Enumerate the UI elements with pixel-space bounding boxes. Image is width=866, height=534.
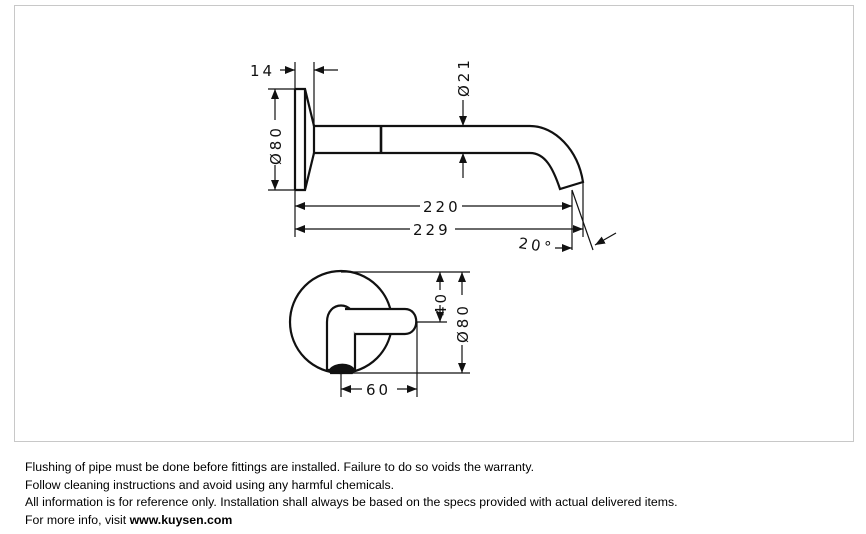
- dim-flange-diameter-side: Ø80: [267, 125, 285, 165]
- spout-pipe: [312, 124, 585, 191]
- front-view: [288, 269, 418, 375]
- side-view: [293, 87, 585, 192]
- wall-flange-side: [293, 87, 316, 192]
- note-reference: All information is for reference only. I…: [25, 495, 678, 510]
- handle-body: [325, 304, 357, 372]
- dim-lever-length: 60: [366, 381, 391, 399]
- note-flushing: Flushing of pipe must be done before fit…: [25, 460, 535, 474]
- front-dimensions: [340, 271, 470, 397]
- note-cleaning: Follow cleaning instructions and avoid u…: [25, 477, 395, 492]
- dim-center-height: 40: [432, 291, 450, 316]
- dim-length-229: 229: [413, 221, 451, 239]
- dim-angle: 20°: [517, 234, 555, 257]
- website-link[interactable]: www.kuysen.com: [129, 512, 233, 527]
- side-dimensions: [268, 62, 617, 252]
- handle-base: [328, 363, 356, 375]
- more-info-label: For more info, visit: [25, 512, 130, 527]
- dim-flange-diameter-front: Ø80: [454, 303, 472, 343]
- dim-length-220: 220: [423, 198, 461, 216]
- dim-pipe-diameter: Ø21: [455, 57, 473, 97]
- notes: Flushing of pipe must be done before fit…: [25, 459, 678, 529]
- dim-flange-depth: 14: [250, 62, 275, 80]
- drawing-frame: [14, 5, 854, 442]
- lever: [345, 307, 418, 336]
- note-more-info: For more info, visit www.kuysen.com: [25, 512, 678, 530]
